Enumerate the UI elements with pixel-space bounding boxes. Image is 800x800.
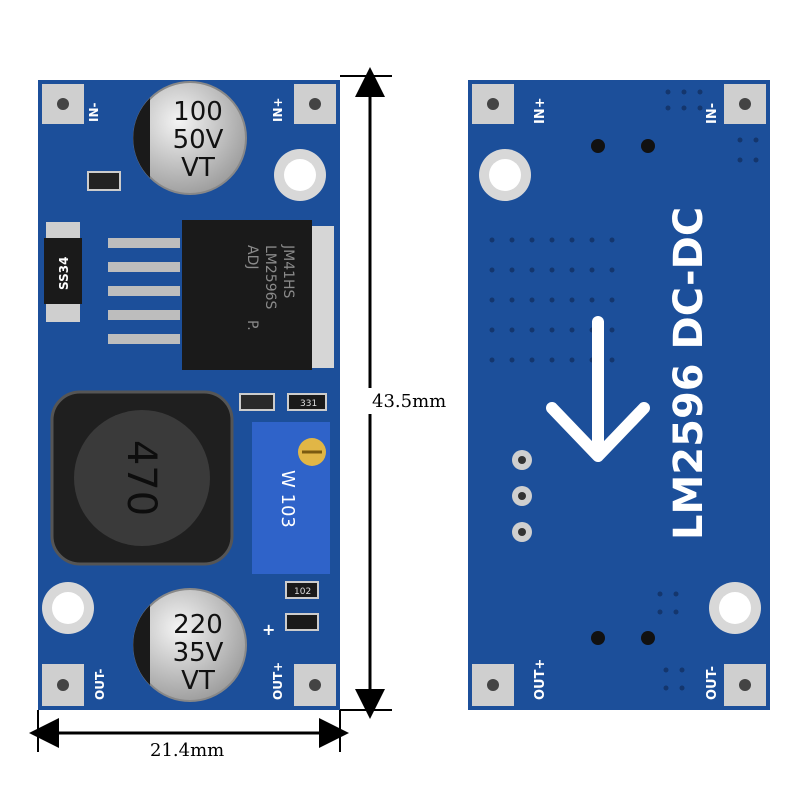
cap-out-voltage: 35V [173,638,224,668]
front-board: IN- IN+ OUT- OUT+ + 100 50V VT SS34 [38,80,340,710]
chip-line-3: ADJ [244,245,260,270]
inductor-label: 470 [118,440,164,516]
input-capacitor: 100 50V VT [133,81,247,195]
smd-resistor-331 [287,393,327,411]
back-title: LM2596 DC-DC [666,207,712,540]
via-grid [489,89,759,691]
chip-line-4: P. [244,320,260,331]
back-board: LM2596 DC-DC IN+ IN- OUT+ OUT- [468,80,770,710]
back-label-out-minus: OUT- [705,666,720,700]
cap-in-voltage: 50V [173,125,224,155]
back-label-in-plus: IN+ [533,97,548,124]
inductor: 470 [50,390,234,566]
smd-capacitor-2 [285,613,319,631]
cap-in-brand: VT [181,153,215,183]
output-capacitor: 220 35V VT [133,588,247,702]
smd-label-331: 331 [300,399,317,409]
label-out-minus: OUT- [93,669,107,700]
smd-resistor-102 [285,581,319,599]
arrow-down-icon [546,316,650,462]
back-label-out-plus: OUT+ [533,659,548,700]
back-label-in-minus: IN- [705,103,720,124]
diode-label: SS34 [57,257,71,290]
smd-resistor-1 [87,171,121,191]
diode-ss34: SS34 [44,222,82,322]
cap-out-value: 220 [173,610,223,640]
label-in-plus: IN+ [271,97,285,122]
cap-out-brand: VT [181,666,215,696]
smd-label-102: 102 [294,587,311,597]
smd-capacitor [239,393,275,411]
label-in-minus: IN- [87,102,101,122]
label-out-plus: OUT+ [271,662,285,700]
height-dimension-label: 43.5mm [372,391,446,412]
width-dimension-label: 21.4mm [150,740,224,761]
chip-line-1: JM41HS [280,244,296,299]
regulator-chip: JM41HS LM2596S ADJ P. [108,220,334,370]
trimmer-label: W 103 [277,470,298,528]
dimension-annotations: 43.5mm 21.4mm [28,67,448,761]
trimmer-pot: W 103 [252,422,330,574]
cap-in-value: 100 [173,97,223,127]
chip-line-2: LM2596S [262,245,278,310]
label-plus: + [262,620,275,639]
